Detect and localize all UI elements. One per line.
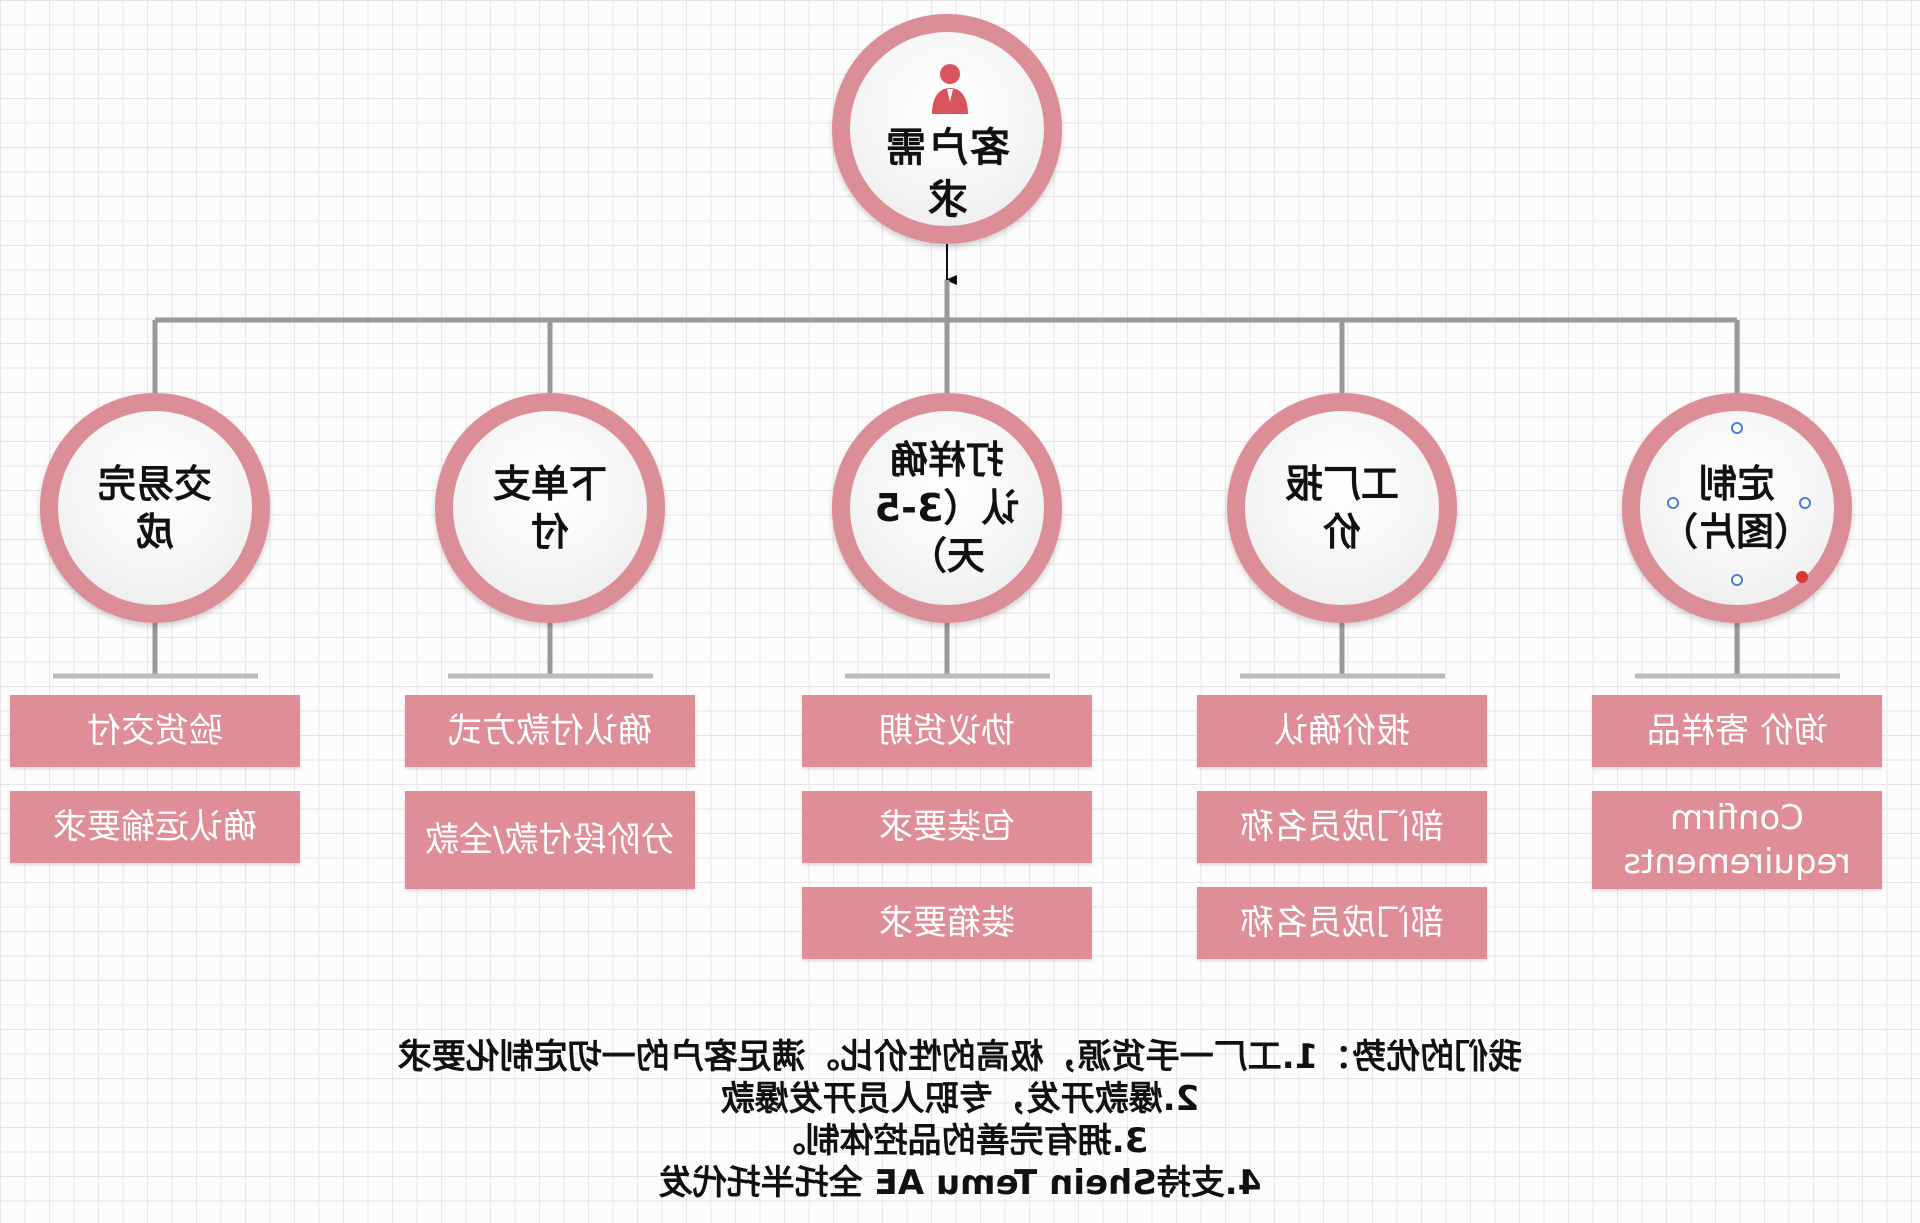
node-factory-quote[interactable]: 工厂报价 [1227, 393, 1457, 623]
detail-box[interactable]: 包装要求 [802, 791, 1092, 863]
right-resize-handle[interactable] [1799, 497, 1811, 509]
detail-text: 协议货期 [879, 711, 1015, 751]
detail-box[interactable]: Confirm requirements [1592, 791, 1882, 889]
advantages-text[interactable]: 我们的优势：1.工厂一手货源，极高的性价比。满足客户的一切定制化要求 2.爆款开… [340, 1036, 1580, 1204]
root-node[interactable]: 客户需求 [832, 14, 1062, 244]
detail-text: Confirm requirements [1623, 798, 1851, 882]
node-text: 下单支付 [493, 462, 608, 554]
advantages-line: 2.爆款开发，专职人员开发爆款 [720, 1079, 1200, 1119]
detail-box[interactable]: 报价确认 [1197, 695, 1487, 767]
detail-text: 部门成员名称 [1240, 807, 1444, 847]
detail-box[interactable]: 确认运输要求 [10, 791, 300, 863]
detail-text: 报价确认 [1274, 711, 1410, 751]
advantages-line: 4.支持Shein Temu AE 全托半托代发 [658, 1163, 1262, 1203]
node-sample-confirmation[interactable]: 打样确认（3-5天） [832, 393, 1062, 623]
person-icon [932, 64, 968, 114]
detail-text: 部门成员名称 [1240, 903, 1444, 943]
node-label: 工厂报价 [1267, 460, 1417, 556]
detail-text: 确认付款方式 [448, 711, 652, 751]
node-text: 交易完成 [98, 462, 213, 554]
detail-box[interactable]: 确认付款方式 [405, 695, 695, 767]
root-node-label: 客户需求 [870, 122, 1024, 226]
top-resize-handle[interactable] [1731, 422, 1743, 434]
detail-text: 验货交付 [87, 711, 223, 751]
root-node-text: 客户需求 [884, 125, 1010, 223]
bottom-resize-handle[interactable] [1731, 574, 1743, 586]
detail-box[interactable]: 询价 寄样品 [1592, 695, 1882, 767]
node-label: 下单支付 [475, 460, 625, 556]
node-text: 打样确认（3-5天） [874, 438, 1020, 578]
node-order-payment[interactable]: 下单支付 [435, 393, 665, 623]
node-label: 定制（图片） [1659, 460, 1812, 556]
detail-box[interactable]: 装箱要求 [802, 887, 1092, 959]
node-label: 打样确认（3-5天） [872, 436, 1022, 580]
detail-text: 确认运输要求 [53, 807, 257, 847]
rotate-handle[interactable] [1796, 571, 1808, 583]
detail-text: 包装要求 [879, 807, 1015, 847]
left-resize-handle[interactable] [1667, 497, 1679, 509]
detail-text: 询价 寄样品 [1646, 711, 1828, 751]
detail-box[interactable]: 部门成员名称 [1197, 887, 1487, 959]
node-text: 工厂报价 [1285, 462, 1400, 554]
detail-box[interactable]: 分阶段付款/全款 [405, 791, 695, 889]
advantages-line: 3.拥有完善的品控体制。 [771, 1121, 1149, 1161]
node-customization[interactable]: 定制（图片） [1622, 393, 1852, 623]
detail-box[interactable]: 验货交付 [10, 695, 300, 767]
detail-text: 分阶段付款/全款 [425, 820, 675, 860]
detail-text: 装箱要求 [879, 903, 1015, 943]
node-deal-complete[interactable]: 交易完成 [40, 393, 270, 623]
advantages-line: 我们的优势：1.工厂一手货源，极高的性价比。满足客户的一切定制化要求 [397, 1037, 1523, 1077]
detail-box[interactable]: 协议货期 [802, 695, 1092, 767]
detail-box[interactable]: 部门成员名称 [1197, 791, 1487, 863]
node-text: 定制（图片） [1659, 462, 1812, 554]
node-label: 交易完成 [80, 460, 230, 556]
